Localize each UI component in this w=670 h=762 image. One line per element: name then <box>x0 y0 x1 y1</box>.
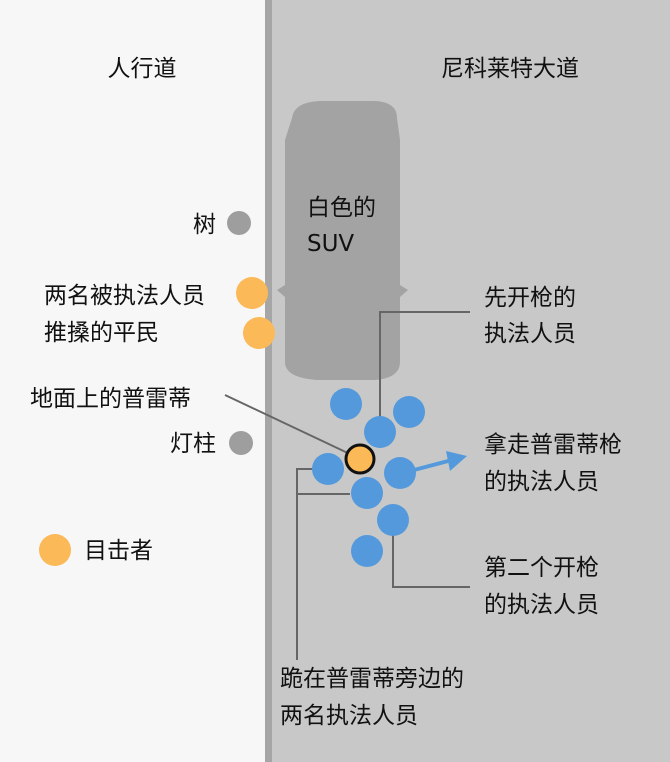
kneeling-label-line2: 两名执法人员 <box>280 703 418 729</box>
witness-legend-label: 目击者 <box>84 538 153 564</box>
pretti-label: 地面上的普雷蒂 <box>30 386 191 412</box>
first-shooter-marker <box>364 416 396 448</box>
officer-marker <box>393 396 425 428</box>
civilian-marker <box>236 277 268 309</box>
first-shooter-label-line2: 执法人员 <box>484 321 576 347</box>
avenue-label: 尼科莱特大道 <box>441 56 579 82</box>
pretti-leader <box>224 394 353 456</box>
kneeling-officer-marker <box>312 453 344 485</box>
kneeling-officer-marker <box>351 477 383 509</box>
arrow-icon <box>413 451 467 472</box>
kneeling-label-line1: 跪在普雷蒂旁边的 <box>280 666 464 692</box>
officers <box>312 388 425 567</box>
suv-shape <box>277 101 408 380</box>
civilian-marker <box>243 317 275 349</box>
officer-marker <box>330 388 362 420</box>
civilians-label-line2: 推搡的平民 <box>44 320 159 346</box>
gun-taker-marker <box>384 457 416 489</box>
witness-legend-marker <box>39 534 71 566</box>
civilians-label-line1: 两名被执法人员 <box>44 283 205 309</box>
second-shooter-label-line1: 第二个开枪 <box>484 555 599 581</box>
tree-label: 树 <box>193 212 216 238</box>
second-shooter-marker <box>377 504 409 536</box>
lamppost-label: 灯柱 <box>170 431 216 457</box>
gun-taker-label-line1: 拿走普雷蒂枪 <box>484 431 622 458</box>
pretti-marker <box>344 443 376 475</box>
suv-label-line1: 白色的 <box>307 195 376 221</box>
second-shooter-label-line2: 的执法人员 <box>484 592 599 618</box>
first-shooter-label-line1: 先开枪的 <box>484 285 576 311</box>
officer-marker <box>351 535 383 567</box>
tree-marker <box>227 211 251 235</box>
lamppost-marker <box>229 431 253 455</box>
sidewalk-label: 人行道 <box>108 56 177 82</box>
curb <box>265 0 272 762</box>
suv-label-line2: SUV <box>307 231 354 257</box>
second-shooter-leader <box>392 520 470 588</box>
first-shooter-leader <box>379 311 470 432</box>
gun-taker-label-line2: 的执法人员 <box>484 469 599 495</box>
